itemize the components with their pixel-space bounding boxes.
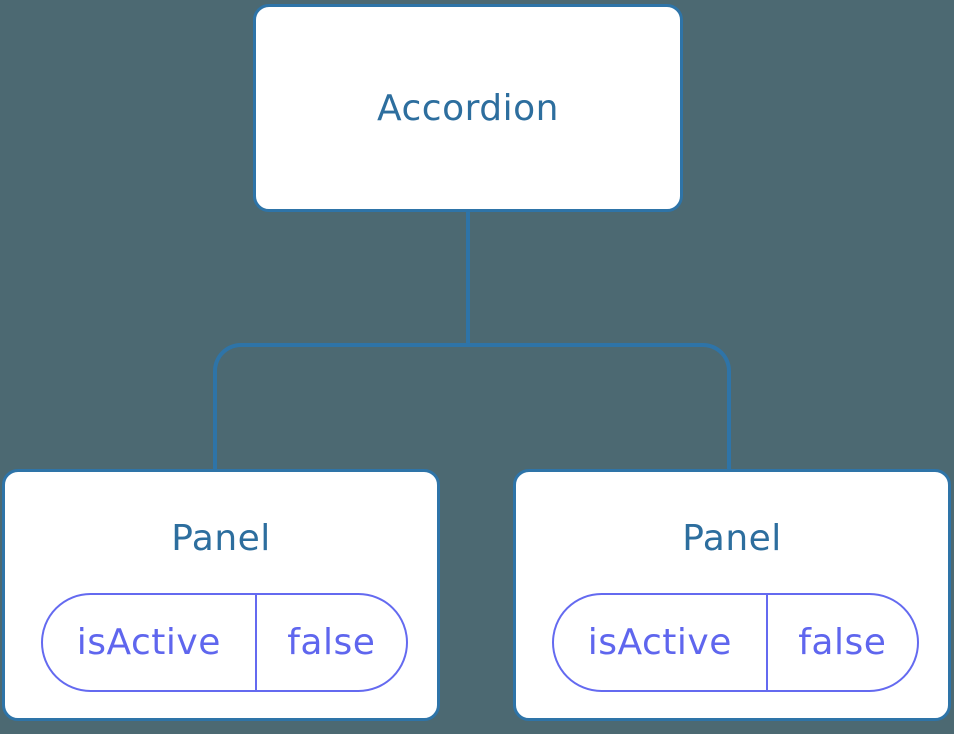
state-pill: isActive false <box>552 593 919 692</box>
accordion-node: Accordion <box>253 4 683 212</box>
state-value: false <box>798 622 887 663</box>
branch-connector-bracket <box>213 343 731 470</box>
state-pill: isActive false <box>41 593 408 692</box>
panel-node-label: Panel <box>171 518 271 559</box>
root-connector-line <box>466 211 470 345</box>
panel-node-left: Panel isActive false <box>2 469 440 721</box>
panel-node-right: Panel isActive false <box>513 469 951 721</box>
state-key: isActive <box>554 595 768 690</box>
accordion-node-label: Accordion <box>377 87 559 129</box>
panel-node-label: Panel <box>682 518 782 559</box>
state-value: false <box>287 622 376 663</box>
state-key: isActive <box>43 595 257 690</box>
